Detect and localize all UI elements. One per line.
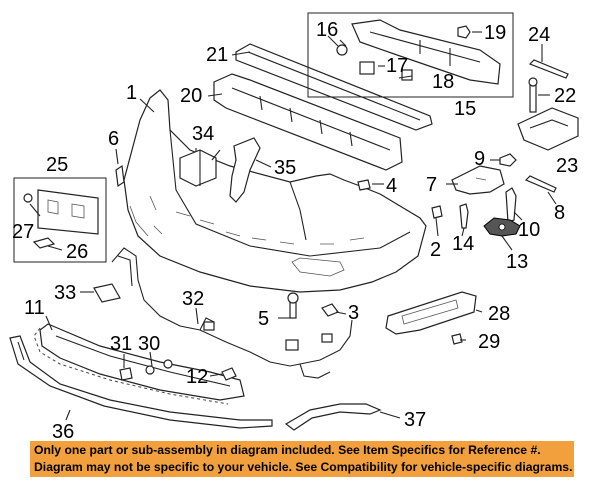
part-32-wiring-harness: [111, 247, 353, 379]
callout-14: 14: [452, 233, 474, 255]
callout-15: 15: [454, 98, 476, 120]
callout-26: 26: [66, 241, 88, 263]
part-11-lower-grille: [33, 323, 245, 405]
callout-27: 27: [12, 221, 34, 243]
part-31-clip: [119, 367, 133, 381]
part-28-bezel: [385, 291, 477, 335]
callout-29: 29: [478, 331, 500, 353]
part-22-stud: [528, 77, 538, 113]
part-34-sensor: [179, 149, 217, 187]
leader-lines: [29, 31, 557, 421]
callout-23: 23: [556, 155, 578, 177]
callout-7: 7: [426, 174, 437, 196]
callout-33: 33: [54, 282, 76, 304]
part-14-bolt: [459, 203, 469, 229]
callout-11: 11: [24, 297, 45, 319]
part-6-clip: [115, 164, 125, 188]
bumper-exploded-diagram: 1 2 3 4 5 6 7 8 9 10 11 12 13 14 15 16 1…: [9, 12, 579, 440]
part-25-license-bracket-group: [13, 177, 107, 263]
callout-36: 36: [52, 421, 74, 440]
part-1-bumper-fascia: [123, 89, 427, 293]
part-13-highlighted-bracket: [483, 217, 521, 237]
callout-5: 5: [258, 308, 269, 330]
disclaimer-line-2: Diagram may not be specific to your vehi…: [34, 460, 573, 474]
callout-18: 18: [432, 71, 454, 93]
callout-32: 32: [182, 288, 204, 310]
callout-25: 25: [46, 154, 68, 176]
part-23-bracket: [517, 107, 579, 151]
part-2-clip: [431, 205, 443, 219]
part-20-energy-absorber: [213, 73, 403, 171]
part-15-group-box: [307, 12, 514, 98]
part-30-nuts: [145, 359, 173, 375]
part-8-bolt: [524, 175, 557, 193]
part-36-lower-strip: [9, 335, 273, 429]
callout-16: 16: [316, 19, 338, 41]
callout-31: 31: [110, 333, 132, 355]
part-29-clip: [451, 333, 463, 345]
disclaimer-line-1: Only one part or sub-assembly in diagram…: [34, 443, 541, 457]
part-9-nut: [499, 153, 517, 167]
part-37-deflector: [284, 403, 382, 431]
callout-20: 20: [180, 85, 202, 107]
callout-22: 22: [554, 85, 576, 107]
part-35-bracket: [229, 137, 261, 203]
part-4-clip: [357, 179, 371, 191]
callout-2: 2: [430, 239, 441, 261]
callout-8: 8: [554, 202, 565, 224]
part-10-bolt: [505, 187, 517, 223]
callout-35: 35: [274, 157, 296, 179]
part-5-bolt: [287, 292, 299, 319]
callout-labels: 1 2 3 4 5 6 7 8 9 10 11 12 13 14 15 16 1…: [12, 19, 578, 440]
disclaimer-banner: Only one part or sub-assembly in diagram…: [30, 441, 574, 477]
callout-37: 37: [404, 409, 426, 431]
part-7-bracket: [451, 165, 505, 195]
callout-12: 12: [186, 366, 208, 388]
callout-24: 24: [528, 24, 550, 46]
callout-30: 30: [138, 333, 160, 355]
callout-3: 3: [348, 302, 359, 324]
callout-28: 28: [488, 303, 510, 325]
callout-1: 1: [126, 82, 137, 104]
part-24-bolt: [528, 59, 569, 79]
part-3-clip: [321, 303, 339, 317]
callout-21: 21: [206, 44, 228, 66]
callout-17: 17: [386, 55, 408, 77]
callout-6: 6: [108, 128, 119, 150]
callout-4: 4: [386, 175, 397, 197]
part-21-absorber: [235, 43, 433, 131]
callout-13: 13: [506, 251, 528, 273]
callout-34: 34: [192, 123, 214, 145]
part-12-bolt: [221, 367, 237, 381]
callout-10: 10: [518, 219, 540, 241]
callout-9: 9: [474, 148, 485, 170]
callout-19: 19: [484, 22, 506, 44]
part-33-module: [93, 283, 121, 303]
